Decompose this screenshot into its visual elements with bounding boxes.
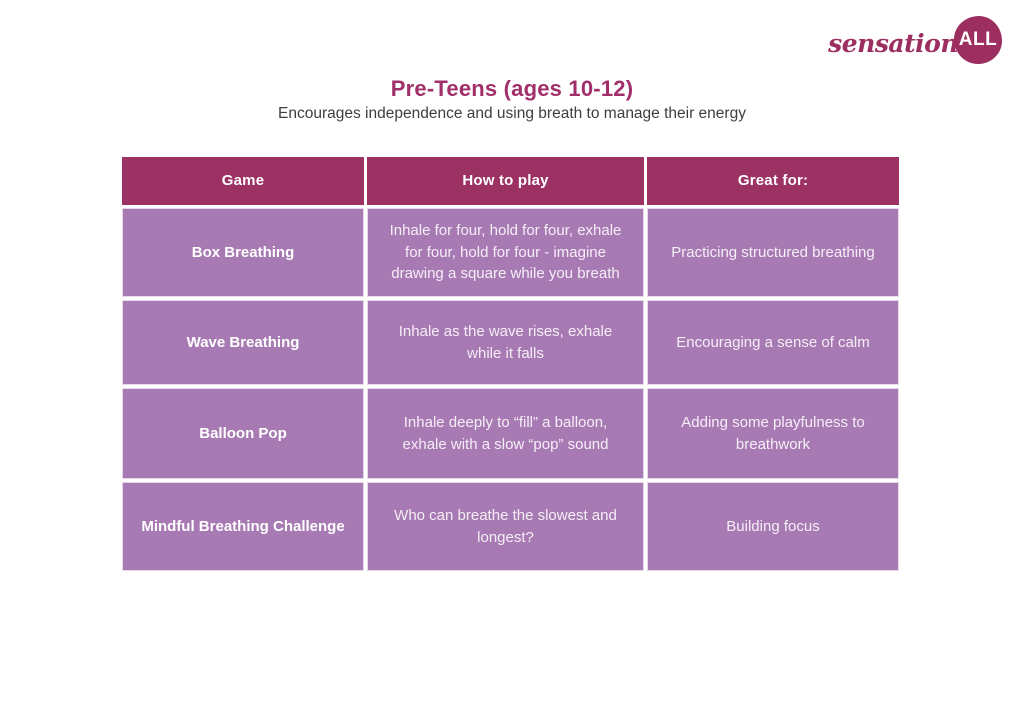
page-title: Pre-Teens (ages 10-12) — [390, 76, 634, 101]
table-cell-how-to-play: Inhale deeply to “fill” a balloon, exhal… — [367, 388, 644, 479]
table-cell-game: Wave Breathing — [122, 300, 364, 385]
table-cell-game: Mindful Breathing Challenge — [122, 482, 364, 571]
column-header-great-for: Great for: — [647, 157, 899, 205]
table-cell-how-to-play: Who can breathe the slowest and longest? — [367, 482, 644, 571]
table-cell-how-to-play: Inhale for four, hold for four, exhale f… — [367, 208, 644, 297]
logo-script-text: sensation — [828, 28, 958, 58]
table-cell-game: Balloon Pop — [122, 388, 364, 479]
table-cell-how-to-play: Inhale as the wave rises, exhale while i… — [367, 300, 644, 385]
table-cell-great-for: Building focus — [647, 482, 899, 571]
column-header-game: Game — [122, 157, 364, 205]
breathing-games-table: Game How to play Great for: Box Breathin… — [122, 157, 900, 571]
page-subtitle: Encourages independence and using breath… — [278, 105, 746, 122]
logo-all-badge: ALL — [954, 16, 1002, 64]
table-cell-great-for: Practicing structured breathing — [647, 208, 899, 297]
table-cell-great-for: Encouraging a sense of calm — [647, 300, 899, 385]
sensationall-logo: sensation ALL — [828, 16, 1002, 64]
table-cell-game: Box Breathing — [122, 208, 364, 297]
column-header-how-to-play: How to play — [367, 157, 644, 205]
table-cell-great-for: Adding some playfulness to breathwork — [647, 388, 899, 479]
